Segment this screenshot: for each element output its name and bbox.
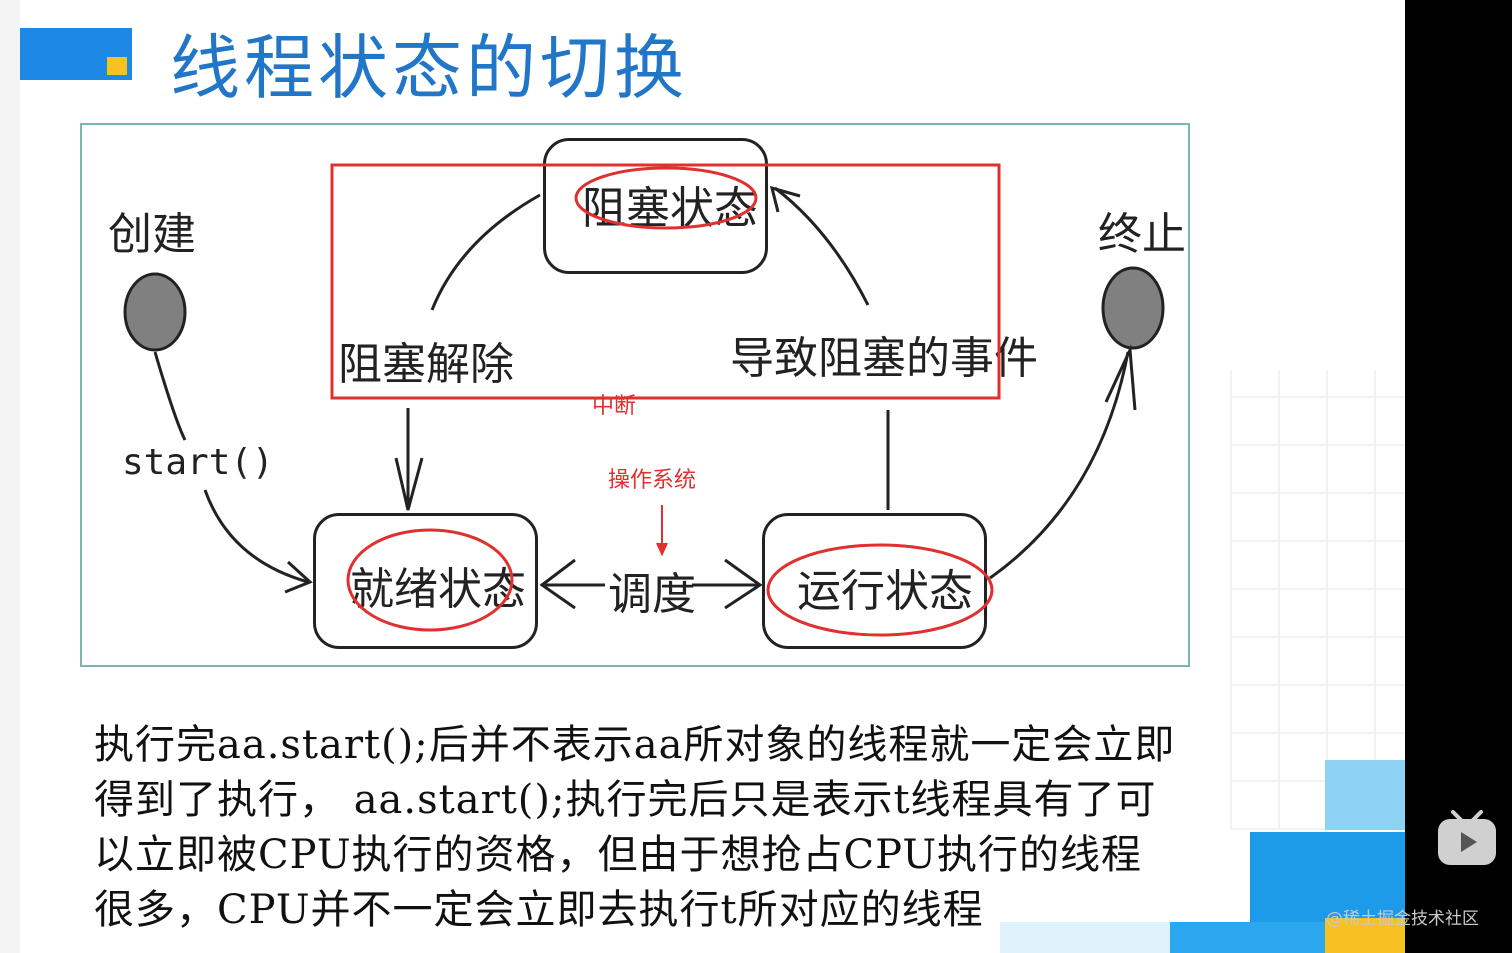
state-ready-label: 就绪状态 (350, 564, 526, 615)
left-margin-strip (0, 0, 20, 953)
state-ready (313, 513, 538, 649)
interrupt-annotation: 中断 (592, 394, 637, 419)
schedule-label: 调度 (608, 558, 696, 622)
video-play-icon[interactable] (1435, 810, 1499, 868)
body-line: 得到了执行， aa.start();执行完后只是表示t线程具有了可 (94, 777, 1157, 823)
body-line: 以立即被CPU执行的资格，但由于想抢占CPU执行的线程 (94, 832, 1143, 878)
start-label: start() (122, 442, 274, 483)
deco-block-pale (1000, 922, 1170, 953)
block-event-label: 导致阻塞的事件 (730, 333, 1038, 384)
deco-block-blue (1250, 832, 1405, 922)
unblock-label: 阻塞解除 (338, 339, 514, 390)
watermark: @稀土掘金技术社区 (1326, 909, 1479, 929)
state-blocked-label: 阻塞状态 (582, 183, 758, 234)
body-paragraph: 执行完aa.start();后并不表示aa所对象的线程就一定会立即 得到了执行，… (94, 718, 1274, 938)
state-diagram-frame (80, 123, 1190, 667)
header-accent-square (107, 57, 127, 75)
deco-grid-lines (1230, 370, 1405, 830)
slide: 线程状态的切换 阻塞状态 就绪状态 运行状态 创建 终止 start() 阻塞解… (0, 0, 1405, 953)
body-line: 执行完aa.start();后并不表示aa所对象的线程就一定会立即 (94, 722, 1176, 768)
deco-block-yellow (1325, 918, 1405, 953)
os-annotation: 操作系统 (608, 468, 697, 493)
body-line: 很多，CPU并不一定会立即去执行t所对应的线程 (94, 887, 984, 933)
deco-block-light (1325, 760, 1405, 830)
state-running-label: 运行状态 (797, 566, 973, 617)
terminate-label: 终止 (1098, 209, 1186, 260)
slide-title: 线程状态的切换 (170, 27, 688, 109)
create-label: 创建 (108, 209, 196, 260)
